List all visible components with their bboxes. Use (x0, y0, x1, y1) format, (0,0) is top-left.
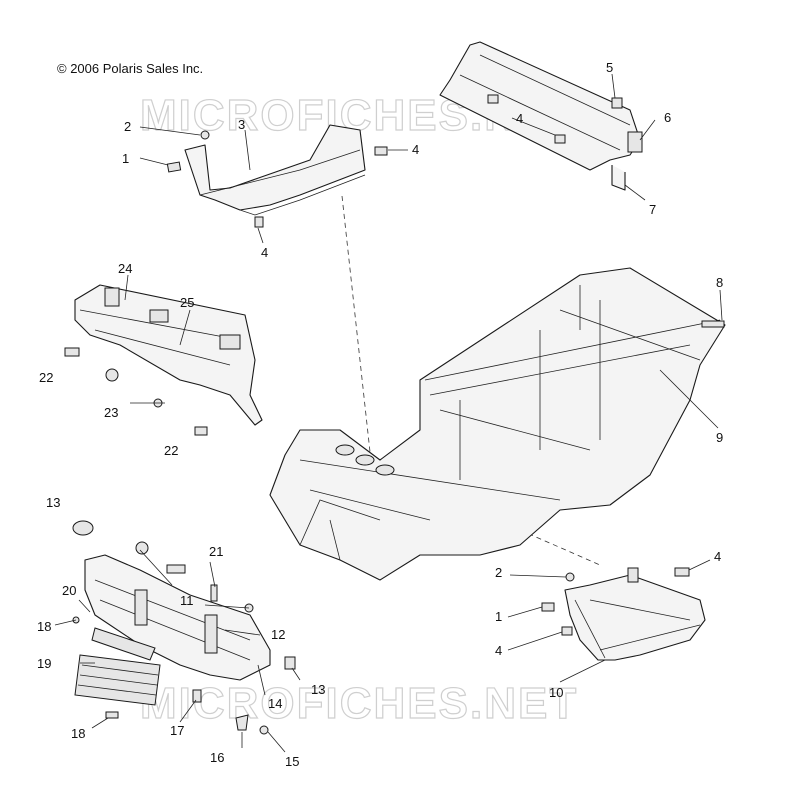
main-frame (269, 267, 726, 581)
callout-16: 16 (210, 750, 225, 765)
callout-21: 21 (209, 544, 224, 559)
callout-4: 4 (516, 111, 524, 126)
callout-4: 4 (261, 245, 269, 260)
callout-23: 23 (104, 405, 119, 420)
callout-13: 13 (311, 682, 326, 697)
callout-10: 10 (549, 685, 564, 700)
seat-support-frame (439, 41, 643, 191)
bumper-grille (74, 654, 161, 706)
svg-text:MICROFICHES.NET: MICROFICHES.NET (140, 679, 578, 728)
grille-strip (91, 627, 156, 661)
callout-8: 8 (716, 275, 724, 290)
callout-4: 4 (412, 142, 420, 157)
callout-3: 3 (238, 117, 246, 132)
callout-22: 22 (164, 443, 179, 458)
callout-25: 25 (180, 295, 195, 310)
callout-11: 11 (180, 593, 194, 608)
callout-1: 1 (122, 151, 130, 166)
callout-6: 6 (664, 110, 672, 125)
seat-frame-rail (184, 124, 366, 216)
callout-18: 18 (37, 619, 52, 634)
watermark-bottom: MICROFICHES.NET (139, 678, 578, 728)
callout-1: 1 (495, 609, 503, 624)
callout-19: 19 (37, 656, 52, 671)
rear-support (564, 567, 706, 661)
callout-4: 4 (495, 643, 503, 658)
callout-9: 9 (716, 430, 724, 445)
callout-17: 17 (170, 723, 185, 738)
callout-22: 22 (39, 370, 54, 385)
callout-15: 15 (285, 754, 300, 769)
callout-2: 2 (495, 565, 503, 580)
callout-14: 14 (268, 696, 283, 711)
alignment-line-seat (341, 195, 373, 471)
callout-7: 7 (649, 202, 657, 217)
callout-20: 20 (62, 583, 77, 598)
callout-4: 4 (714, 549, 722, 564)
front-bumper (84, 554, 271, 681)
callout-12: 12 (271, 627, 286, 642)
alignment-line-rear (519, 529, 601, 566)
callout-13: 13 (46, 495, 61, 510)
copyright-notice: © 2006 Polaris Sales Inc. (57, 61, 204, 76)
callout-5: 5 (606, 60, 614, 75)
front-cross-member (74, 284, 263, 426)
callout-2: 2 (124, 119, 132, 134)
leader-lines (54, 73, 723, 753)
callout-18: 18 (71, 726, 86, 741)
callout-24: 24 (118, 261, 133, 276)
